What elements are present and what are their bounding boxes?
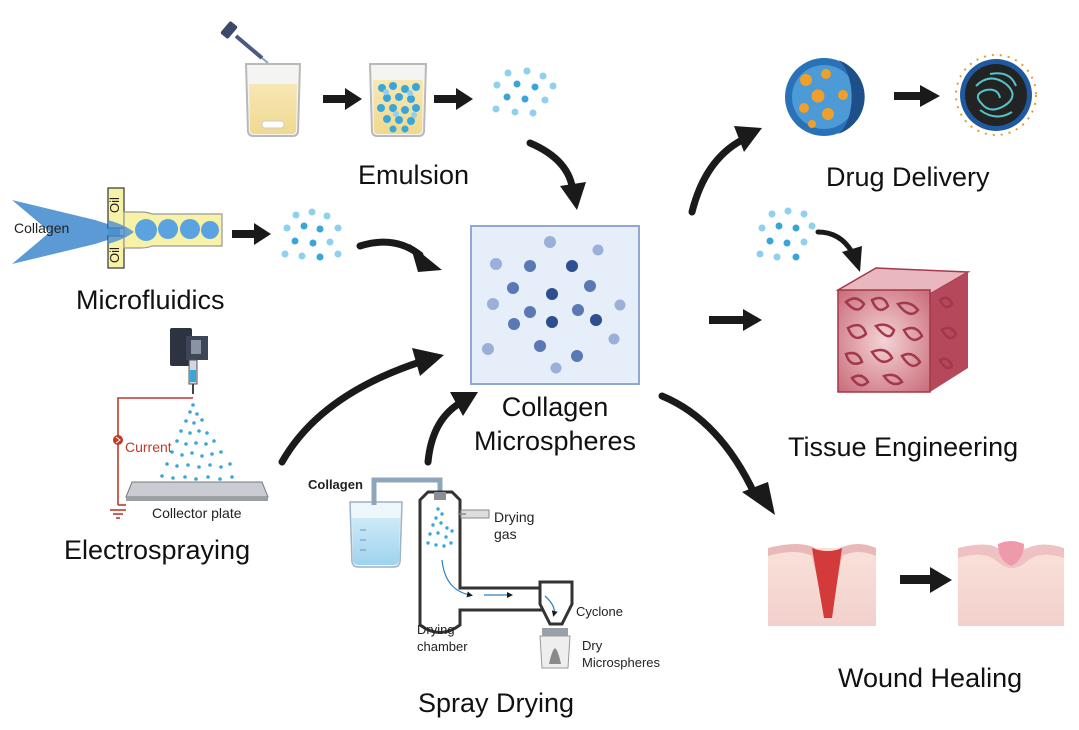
arrow-head-icon xyxy=(734,126,762,152)
curved-arrow-icon xyxy=(278,358,424,466)
drug-carrier-icon xyxy=(785,58,865,136)
arrow-icon xyxy=(232,223,271,245)
tissue-scaffold-icon xyxy=(835,267,971,393)
collector-plate-label: Collector plate xyxy=(152,505,242,521)
electrospraying-label: Electrospraying xyxy=(64,535,251,565)
microspheres-icon xyxy=(482,236,626,374)
beaker-icon xyxy=(368,63,428,137)
arrow-icon xyxy=(900,567,952,593)
arrow-icon xyxy=(709,309,762,331)
tissue-engineering-group xyxy=(756,207,971,393)
cyclone-icon xyxy=(538,580,574,626)
drug-release-icon xyxy=(955,54,1037,136)
spray-collagen-label: Collagen xyxy=(308,477,363,492)
arrow-icon xyxy=(894,85,940,107)
spray-drying-label: Spray Drying xyxy=(418,688,575,718)
beaker-icon xyxy=(244,63,302,137)
curved-arrow-icon xyxy=(815,229,855,255)
dry-microspheres-label-1: Dry xyxy=(582,638,603,653)
drying-gas-label-2: gas xyxy=(494,526,517,542)
healed-skin-icon xyxy=(958,541,1064,626)
wound-skin-icon xyxy=(768,544,876,626)
wound-healing-label: Wound Healing xyxy=(838,663,1023,693)
droplets-icon xyxy=(281,208,342,261)
curved-arrow-icon xyxy=(526,139,577,196)
drying-chamber-label-1: Drying xyxy=(417,622,455,637)
drug-delivery-group xyxy=(785,54,1037,136)
oil-label-bottom: Oil xyxy=(107,247,122,263)
emulsion-group xyxy=(220,21,586,210)
cyclone-label: Cyclone xyxy=(576,604,623,619)
curved-arrow-icon xyxy=(424,399,464,466)
ground-icon xyxy=(110,509,126,519)
dry-microspheres-label-2: Microspheres xyxy=(582,655,661,670)
electrospraying-group xyxy=(110,328,444,519)
drug-delivery-label: Drug Delivery xyxy=(826,162,990,192)
droplets-icon xyxy=(492,67,557,117)
collector-plate-icon xyxy=(125,481,269,498)
drying-chamber-label-2: chamber xyxy=(417,639,468,654)
arrow-head-icon xyxy=(412,348,444,376)
microfluidics-group xyxy=(12,187,442,272)
arrow-head-icon xyxy=(450,392,478,416)
drying-gas-label-1: Drying xyxy=(494,509,535,525)
microfluidics-label: Microfluidics xyxy=(76,285,225,315)
current-label: Current xyxy=(125,439,172,455)
collagen-inlet-label: Collagen xyxy=(14,220,70,236)
center-label-line1: Collagen xyxy=(501,392,609,422)
spray-drying-group xyxy=(349,392,574,669)
spray-droplets-icon xyxy=(156,403,238,492)
center-label-line2: Microspheres xyxy=(473,426,637,456)
arrow-head-icon xyxy=(742,482,775,515)
arrow-head-icon xyxy=(410,244,442,272)
collection-vial-icon xyxy=(539,628,571,669)
emulsion-label: Emulsion xyxy=(358,160,470,190)
pipette-icon xyxy=(220,21,269,64)
arrow-head-icon xyxy=(842,246,862,272)
curved-arrow-icon xyxy=(688,136,746,216)
beaker-icon xyxy=(349,501,403,568)
droplets-icon xyxy=(756,207,816,261)
oil-label-top: Oil xyxy=(107,197,122,213)
wound-healing-group xyxy=(768,541,1064,626)
curved-arrow-icon xyxy=(356,238,424,259)
collagen-microspheres-box xyxy=(470,225,640,385)
tissue-engineering-label: Tissue Engineering xyxy=(788,432,1019,462)
arrow-head-icon xyxy=(560,182,586,210)
syringe-pump-icon xyxy=(170,328,208,394)
curved-arrow-icon xyxy=(658,392,759,499)
arrow-icon xyxy=(323,88,362,110)
arrow-icon xyxy=(434,88,473,110)
